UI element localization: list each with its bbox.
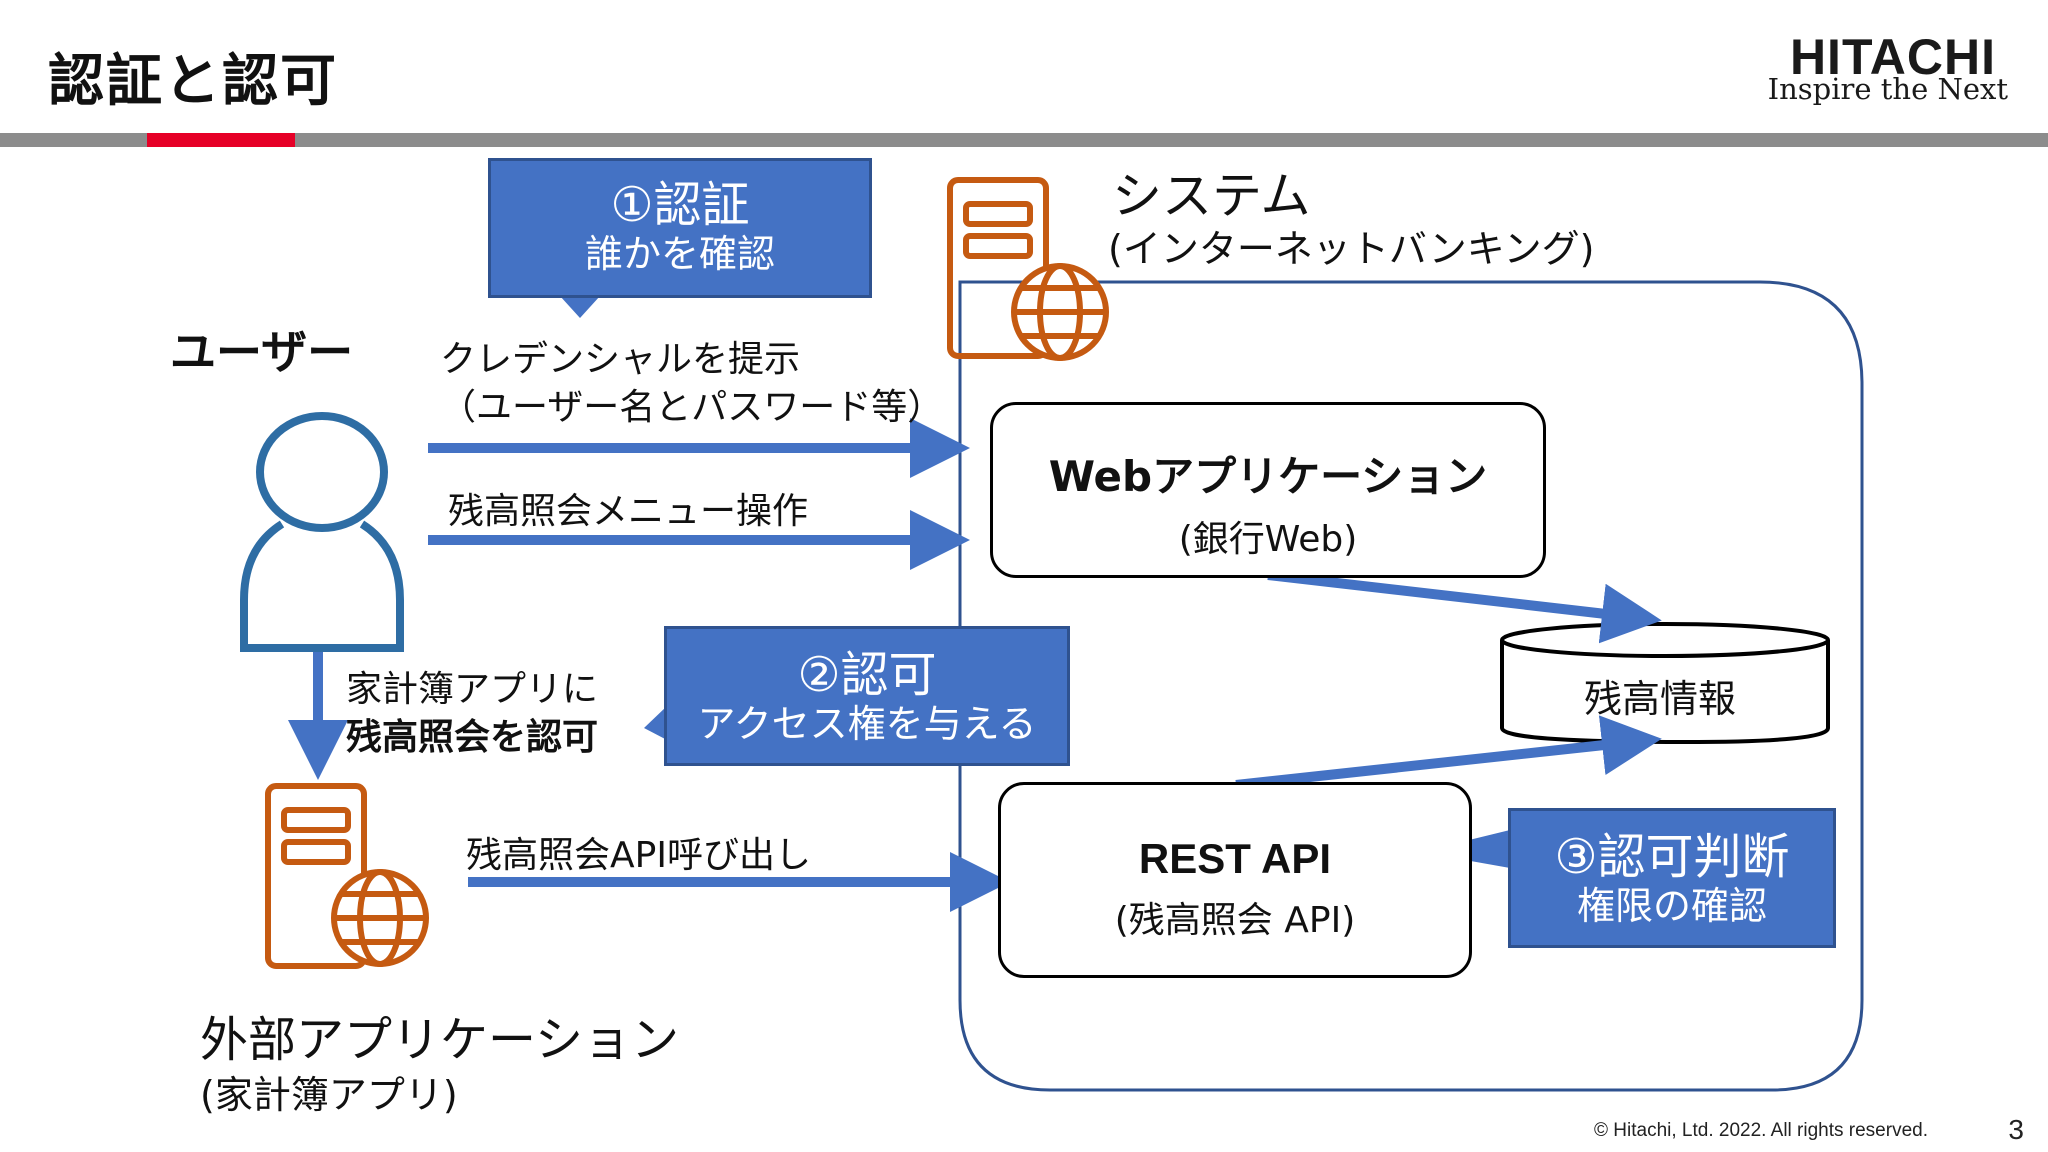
external-app-server-icon — [265, 783, 429, 969]
external-app-title: 外部アプリケーション — [200, 1012, 680, 1068]
authorization-decision-callout-subtitle: 権限の確認 — [1576, 884, 1767, 928]
authentication-callout-title: ①認証 — [610, 177, 750, 233]
rest-api-box: REST API (残高照会 API) — [998, 782, 1472, 978]
grant-label-line2: 残高照会を認可 — [346, 717, 599, 758]
hitachi-logo: HITACHI — [1789, 29, 1996, 85]
authorization-decision-callout-title: ③認可判断 — [1554, 829, 1790, 885]
webapp-to-db-arrow — [1267, 570, 1662, 644]
authorization-callout-title: ②認可 — [797, 647, 937, 703]
rest-api-subtitle: (残高照会 API) — [1114, 900, 1356, 941]
web-application-subtitle: (銀行Web) — [1178, 519, 1358, 560]
authorization-callout-pointer — [644, 706, 667, 740]
authentication-callout-subtitle: 誰かを確認 — [584, 232, 775, 276]
page-title: 認証と認可 — [48, 49, 338, 114]
api-call-label: 残高照会API呼び出し — [466, 835, 811, 876]
grant-label-line1: 家計簿アプリに — [346, 669, 599, 710]
system-subtitle: (インターネットバンキング) — [1108, 227, 1595, 271]
user-label: ユーザー — [170, 325, 354, 379]
page-number: 3 — [2008, 1114, 2024, 1145]
credentials-label-line1: クレデンシャルを提示 — [440, 339, 801, 380]
authorization-callout: ②認可 アクセス権を与える — [664, 626, 1070, 766]
header-divider — [0, 133, 2048, 147]
authentication-callout: ①認証 誰かを確認 — [488, 158, 872, 298]
external-app-subtitle: (家計簿アプリ) — [200, 1073, 458, 1117]
authentication-callout-pointer — [560, 296, 600, 318]
user-person-icon — [240, 412, 404, 652]
system-boundary — [958, 280, 1864, 1092]
header-accent-bar — [147, 133, 295, 147]
system-title: システム — [1112, 167, 1311, 225]
restapi-to-db-arrow — [1235, 715, 1662, 790]
brand-tagline: Inspire the Next — [1767, 72, 2008, 106]
copyright-notice: © Hitachi, Ltd. 2022. All rights reserve… — [1594, 1120, 1928, 1141]
database-label: 残高情報 — [1584, 677, 1737, 721]
menu-operation-label: 残高照会メニュー操作 — [448, 491, 809, 532]
web-application-box: Webアプリケーション (銀行Web) — [990, 402, 1546, 578]
credentials-label-line2: （ユーザー名とパスワード等） — [440, 387, 944, 428]
authorization-decision-callout: ③認可判断 権限の確認 — [1508, 808, 1836, 948]
authorization-callout-subtitle: アクセス権を与える — [697, 702, 1037, 746]
database-cylinder-icon — [1500, 622, 1830, 745]
web-application-title: Webアプリケーション — [1048, 452, 1488, 501]
system-server-icon — [947, 177, 1109, 361]
rest-api-title: REST API — [1138, 835, 1332, 882]
